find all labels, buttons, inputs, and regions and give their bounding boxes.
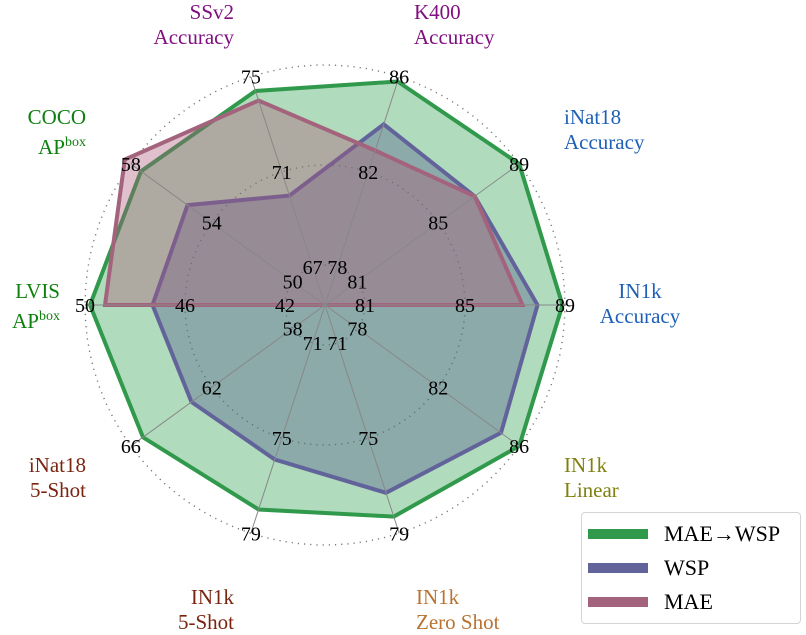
tick-label: 58	[283, 319, 303, 341]
legend-label: MAE	[664, 589, 713, 614]
tick-label: 62	[202, 377, 222, 399]
axis-spoke	[324, 304, 520, 447]
tick-label: 71	[303, 333, 323, 355]
tick-label: 86	[509, 436, 529, 458]
tick-label: 66	[121, 436, 141, 458]
tick-label: 82	[358, 162, 378, 184]
axis-spoke	[130, 163, 326, 306]
series-polygons	[87, 79, 565, 519]
tick-label: 85	[428, 213, 448, 235]
legend-item-mae-wsp: MAE→WSP	[582, 519, 800, 549]
legend-swatch-wsp	[588, 563, 648, 573]
axis-spoke	[324, 163, 520, 306]
tick-label: 75	[358, 428, 378, 450]
axis-spoke	[250, 76, 326, 306]
tick-label: 75	[272, 428, 292, 450]
legend-item-mae: MAE	[582, 587, 800, 617]
tick-label: 81	[355, 295, 375, 317]
legend: MAE→WSP WSP MAE	[581, 512, 801, 624]
tick-label: 79	[241, 523, 261, 545]
tick-label: 75	[241, 67, 261, 89]
legend-swatch-mae-wsp	[588, 529, 648, 539]
legend-item-wsp: WSP	[582, 553, 800, 583]
tick-label: 67	[303, 257, 323, 279]
tick-label: 54	[202, 213, 222, 235]
legend-swatch-mae	[588, 597, 648, 607]
tick-label: 50	[75, 295, 95, 317]
tick-label: 86	[389, 67, 409, 89]
axis-spokes	[85, 76, 565, 534]
tick-label: 46	[175, 295, 195, 317]
tick-label: 78	[347, 319, 367, 341]
tick-label: 78	[327, 257, 347, 279]
tick-label: 89	[555, 295, 575, 317]
tick-label: 89	[509, 154, 529, 176]
tick-label: 58	[121, 154, 141, 176]
axis-spoke	[324, 304, 400, 534]
axis-spoke	[130, 304, 326, 447]
tick-label: 42	[275, 295, 295, 317]
axis-spoke	[324, 76, 400, 306]
legend-label: MAE→WSP	[664, 521, 781, 546]
tick-label: 79	[389, 523, 409, 545]
legend-label: WSP	[664, 555, 710, 580]
tick-label: 81	[347, 271, 367, 293]
tick-label: 85	[455, 295, 475, 317]
tick-label: 50	[283, 271, 303, 293]
tick-label: 71	[272, 162, 292, 184]
tick-label: 71	[327, 333, 347, 355]
tick-label: 82	[428, 377, 448, 399]
axis-spoke	[250, 304, 326, 534]
